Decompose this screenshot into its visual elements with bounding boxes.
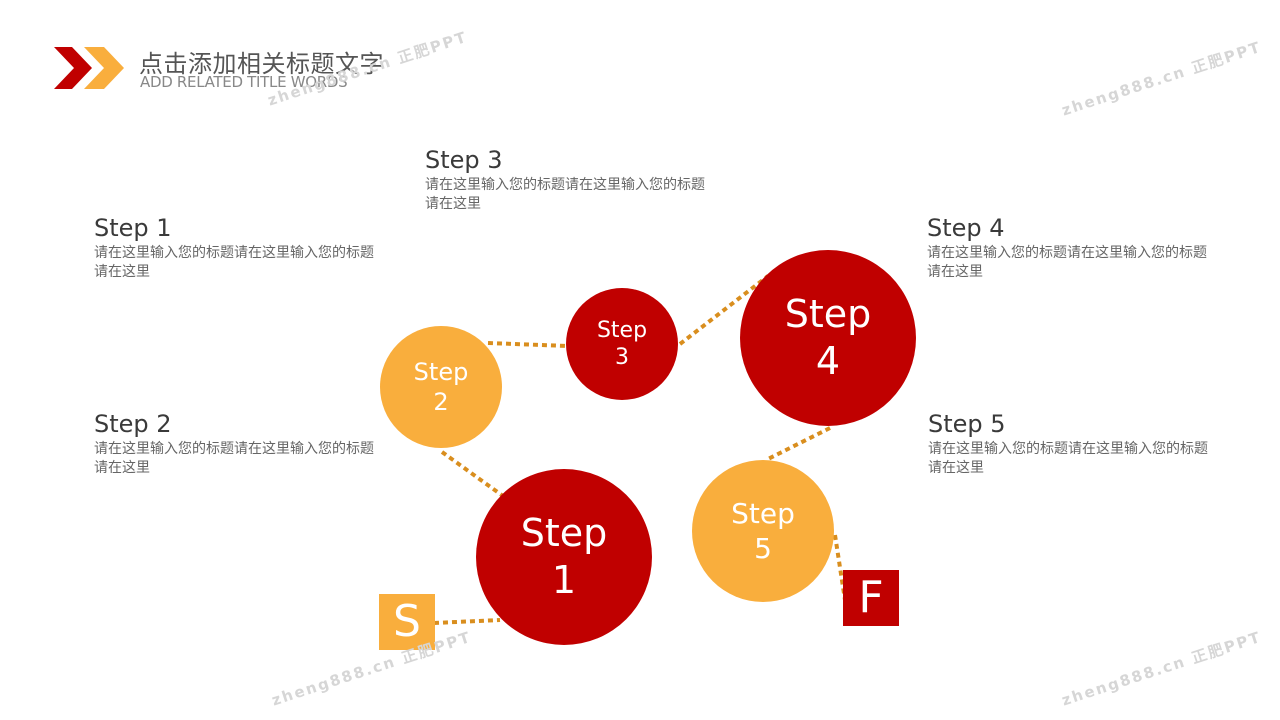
step-5-desc: 请在这里输入您的标题请在这里输入您的标题请在这里	[928, 441, 1208, 476]
start-marker: S	[379, 594, 435, 650]
connector-s-1	[433, 618, 501, 625]
step-4-circle-label: Step	[784, 291, 872, 336]
step-2-text: Step 2 请在这里输入您的标题请在这里输入您的标题请在这里	[94, 412, 374, 478]
step-5-text: Step 5 请在这里输入您的标题请在这里输入您的标题请在这里	[928, 412, 1208, 478]
step-3-circle: Step 3	[566, 288, 678, 400]
step-1-circle-label: Step	[520, 510, 608, 555]
step-2-circle-label: Step	[413, 358, 469, 386]
step-5-circle: Step 5	[692, 460, 834, 602]
step-3-heading: Step 3	[425, 146, 503, 174]
page-title: 点击添加相关标题文字	[139, 50, 384, 78]
page-subtitle: ADD RELATED TITLE WORDS	[140, 73, 348, 91]
step-5-circle-label: Step	[731, 497, 795, 530]
step-2-circle-number: 2	[433, 388, 449, 416]
step-2-heading: Step 2	[94, 410, 172, 438]
step-4-text: Step 4 请在这里输入您的标题请在这里输入您的标题请在这里	[927, 216, 1207, 282]
step-4-circle-number: 4	[815, 339, 841, 383]
connector-1-2	[440, 450, 505, 498]
connector-3-4	[678, 274, 770, 346]
step-4-desc: 请在这里输入您的标题请在这里输入您的标题请在这里	[927, 245, 1207, 280]
step-3-desc: 请在这里输入您的标题请在这里输入您的标题请在这里	[425, 177, 705, 212]
step-3-text: Step 3 请在这里输入您的标题请在这里输入您的标题请在这里	[425, 148, 705, 214]
step-4-circle: Step 4	[740, 250, 916, 426]
step-5-circle-number: 5	[754, 532, 772, 565]
step-5-heading: Step 5	[928, 410, 1006, 438]
step-1-text: Step 1 请在这里输入您的标题请在这里输入您的标题请在这里	[94, 216, 374, 282]
step-4-heading: Step 4	[927, 214, 1005, 242]
chevron-logo-icon	[54, 47, 124, 89]
step-1-heading: Step 1	[94, 214, 172, 242]
connector-4-5	[765, 426, 831, 462]
connector-2-3	[487, 341, 569, 348]
step-3-circle-number: 3	[615, 345, 629, 370]
step-1-circle: Step 1	[476, 469, 652, 645]
step-1-circle-number: 1	[551, 558, 577, 602]
step-1-desc: 请在这里输入您的标题请在这里输入您的标题请在这里	[94, 245, 374, 280]
step-2-desc: 请在这里输入您的标题请在这里输入您的标题请在这里	[94, 441, 374, 476]
step-2-circle: Step 2	[380, 326, 502, 448]
step-3-circle-label: Step	[596, 317, 648, 343]
finish-marker: F	[843, 570, 899, 626]
